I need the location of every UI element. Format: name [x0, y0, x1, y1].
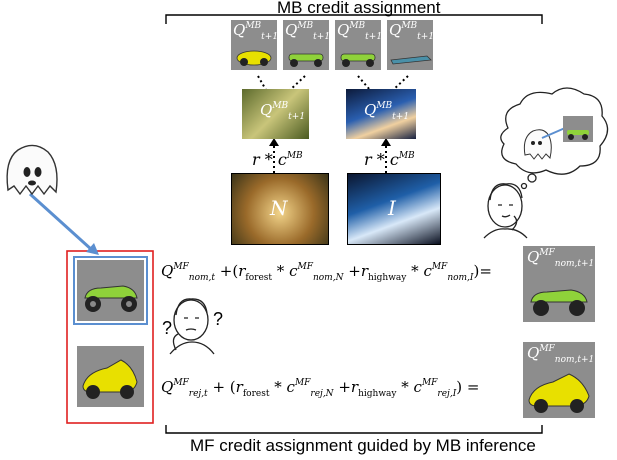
forest-q-image: QMBt+1	[242, 89, 309, 139]
result-tile-nominal: QMFnom,t+1	[523, 246, 595, 322]
dotted-connectors	[257, 75, 409, 173]
forest-context-letter: N	[270, 196, 288, 220]
yellow-car-choice[interactable]	[77, 346, 144, 407]
arrowhead-highway	[381, 138, 391, 146]
arrowhead-forest	[269, 138, 279, 146]
highway-context-letter: I	[388, 196, 396, 220]
mf-bracket	[165, 425, 543, 434]
q-tile-yellow-car: QMBt+1	[231, 20, 278, 70]
q-tile-green-buggy-2: QMBt+1	[335, 20, 382, 70]
mf-credit-title: MF credit assignment guided by MB infere…	[190, 436, 536, 455]
ghost-arrow	[28, 192, 94, 252]
confused-person-icon	[169, 298, 215, 355]
forest-context-image: N	[231, 173, 329, 245]
r-c-label-forest: r * cMB	[252, 150, 303, 169]
r-c-label-highway: r * cMB	[364, 150, 415, 169]
q-tile-blue-car: QMBt+1	[387, 20, 434, 70]
choice-box	[66, 250, 154, 424]
ghost-icon	[6, 144, 58, 196]
q-tile-green-buggy-1: QMBt+1	[283, 20, 330, 70]
equation-rejected: QMFrej,t + (rforest * cMFrej,N +rhighway…	[161, 378, 480, 399]
cloud-car-tile	[563, 116, 593, 142]
thinking-person-icon	[483, 183, 528, 239]
chosen-highlight	[73, 256, 148, 325]
result-tile-rejected: QMFnom,t+1	[523, 342, 595, 418]
mb-bracket	[165, 14, 543, 24]
mb-credit-title: MB credit assignment	[277, 0, 441, 17]
equation-nominal: QMFnom,t +(rforest * cMFnom,N +rhighway …	[161, 262, 492, 283]
highway-context-image: I	[347, 173, 441, 245]
highway-q-image: QMBt+1	[346, 89, 416, 139]
question-mark-left: ?	[162, 318, 173, 338]
mini-ghost-icon	[523, 129, 552, 160]
green-buggy-choice[interactable]	[77, 260, 144, 321]
question-mark-right: ?	[213, 309, 224, 329]
